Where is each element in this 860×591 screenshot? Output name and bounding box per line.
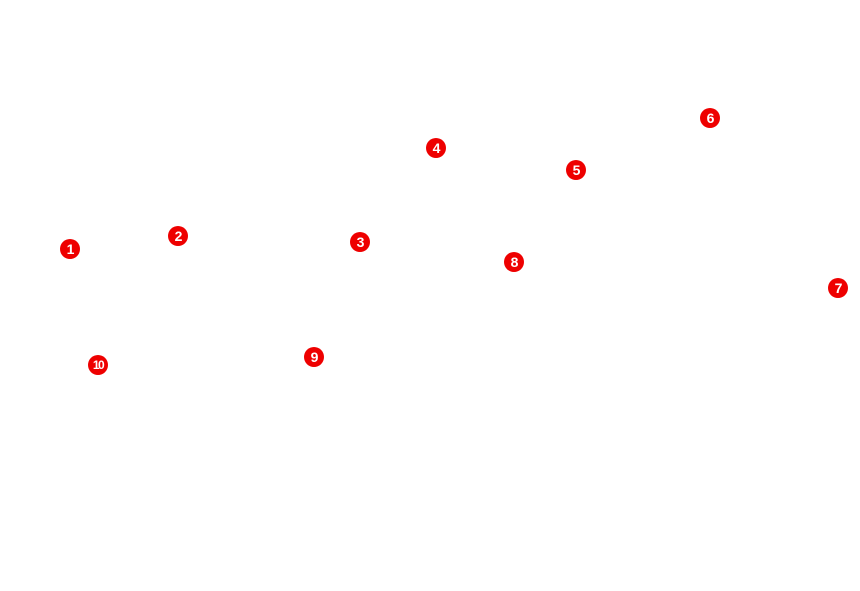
- marker-4: 4: [426, 138, 446, 158]
- marker-8: 8: [504, 252, 524, 272]
- marker-1: 1: [60, 239, 80, 259]
- marker-9: 9: [304, 347, 324, 367]
- marker-6: 6: [700, 108, 720, 128]
- marker-7: 7: [828, 278, 848, 298]
- marker-10: 10: [88, 355, 108, 375]
- marker-5: 5: [566, 160, 586, 180]
- marker-2: 2: [168, 226, 188, 246]
- marker-3: 3: [350, 232, 370, 252]
